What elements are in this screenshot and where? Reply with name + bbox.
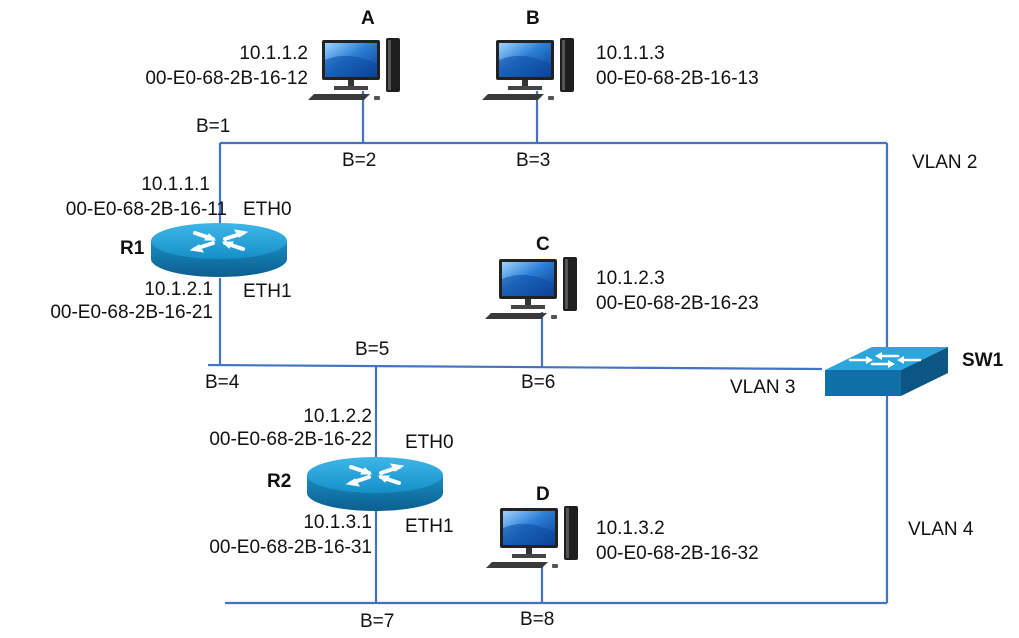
r1-eth1-mac: 00-E0-68-2B-16-21: [50, 302, 213, 323]
r1-eth0-ip: 10.1.1.1: [141, 174, 210, 195]
host-d-mac: 00-E0-68-2B-16-32: [596, 543, 759, 564]
b5-label: B=5: [355, 339, 390, 360]
links: [207, 91, 889, 605]
vlan3-bus: [207, 363, 823, 371]
b8-label: B=8: [520, 609, 555, 630]
r1-router-icon: [149, 221, 289, 279]
host-d-name: D: [536, 484, 550, 505]
r2-eth1-mac: 00-E0-68-2B-16-31: [209, 537, 372, 558]
host-b-ip: 10.1.1.3: [596, 43, 665, 64]
host-b-name: B: [526, 8, 540, 29]
r1-eth0-label: ETH0: [243, 199, 292, 220]
host-d-computer-icon: [486, 506, 578, 568]
r2-name: R2: [267, 471, 292, 492]
host-a-name: A: [361, 8, 375, 29]
sw1-switch-icon: [825, 347, 948, 396]
host-b-mac: 00-E0-68-2B-16-13: [596, 68, 759, 89]
b1-label: B=1: [196, 116, 231, 137]
r2-eth1-label: ETH1: [405, 516, 454, 537]
r2-router-icon: [305, 455, 445, 513]
r2-eth0-label: ETH0: [405, 432, 454, 453]
host-c-computer-icon: [485, 257, 577, 319]
host-a-ip: 10.1.1.2: [239, 43, 308, 64]
b7-label: B=7: [360, 611, 395, 632]
r2-eth1-ip: 10.1.3.1: [303, 512, 372, 533]
vlan3-label: VLAN 3: [730, 377, 796, 398]
host-d-ip: 10.1.3.2: [596, 518, 665, 539]
host-a-mac: 00-E0-68-2B-16-12: [145, 68, 308, 89]
host-c-mac: 00-E0-68-2B-16-23: [596, 293, 759, 314]
r1-eth0-mac: 00-E0-68-2B-16-11: [65, 199, 227, 220]
b6-label: B=6: [521, 372, 556, 393]
b3-label: B=3: [516, 150, 551, 171]
vlan4-label: VLAN 4: [908, 519, 974, 540]
host-c-name: C: [536, 234, 550, 255]
sw1-name: SW1: [962, 350, 1004, 371]
host-a-computer-icon: [308, 38, 400, 100]
r1-name: R1: [120, 238, 145, 259]
r2-eth0-ip: 10.1.2.2: [303, 406, 372, 427]
r1-eth1-ip: 10.1.2.1: [144, 279, 213, 300]
b2-label: B=2: [342, 150, 377, 171]
r1-eth1-label: ETH1: [243, 281, 292, 302]
host-b-computer-icon: [482, 38, 574, 100]
r2-eth0-mac: 00-E0-68-2B-16-22: [209, 429, 372, 450]
host-c-ip: 10.1.2.3: [596, 268, 665, 289]
vlan2-label: VLAN 2: [912, 152, 978, 173]
b4-label: B=4: [205, 372, 240, 393]
